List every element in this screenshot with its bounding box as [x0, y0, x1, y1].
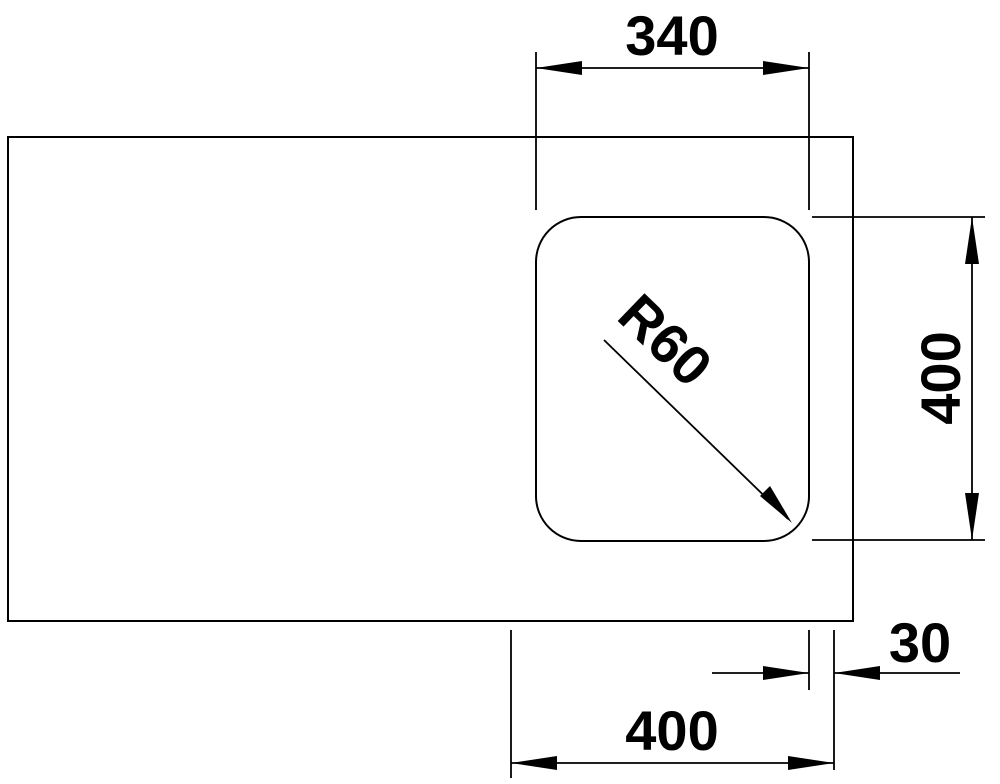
- arrow-head: [760, 486, 792, 523]
- dimension-sink-width: 340: [535, 4, 810, 210]
- dimension-right-offset: 30: [712, 611, 960, 770]
- dimension-corner-radius: R60: [603, 282, 792, 523]
- arrow-head: [536, 61, 582, 75]
- arrow-head: [965, 493, 979, 540]
- arrow-head: [763, 666, 809, 680]
- worktop-outline: [7, 136, 854, 622]
- dimension-cabinet-width: 400: [510, 630, 834, 778]
- arrow-head: [511, 756, 557, 770]
- sink-bowl-outline: [535, 216, 810, 542]
- arrow-head: [763, 61, 809, 75]
- dimension-label-sink-depth: 400: [909, 331, 972, 424]
- dimension-label-sink-width: 340: [625, 4, 718, 67]
- arrow-head: [834, 666, 880, 680]
- dimension-label-corner-radius: R60: [607, 282, 725, 399]
- dimension-label-cabinet-width: 400: [625, 699, 718, 762]
- dimension-label-right-offset: 30: [889, 611, 951, 674]
- dimension-sink-depth: 400: [812, 216, 985, 541]
- radius-leader-line: [603, 339, 789, 520]
- arrow-head: [965, 217, 979, 264]
- arrow-head: [788, 756, 834, 770]
